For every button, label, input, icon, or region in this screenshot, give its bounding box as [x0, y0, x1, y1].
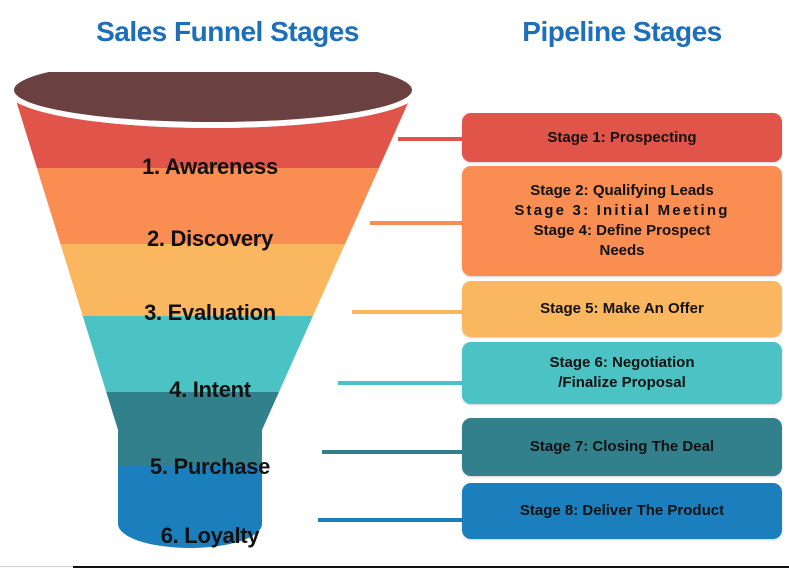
- pipeline-stage-box-5[interactable]: Stage 7: Closing The Deal: [462, 418, 782, 476]
- funnel-column-title: Sales Funnel Stages: [96, 16, 359, 47]
- pipeline-stage-box-2[interactable]: Stage 2: Qualifying Leads Stage 3: Initi…: [462, 166, 782, 276]
- connector-line-2: [370, 221, 466, 225]
- pipeline-box-3-line-1: Stage 5: Make An Offer: [540, 300, 704, 318]
- pipeline-box-6-line-1: Stage 8: Deliver The Product: [519, 502, 725, 520]
- sales-funnel-graphic: [8, 72, 418, 554]
- pipeline-box-2-line-2: Stage 3: Initial Meeting: [514, 202, 730, 220]
- connector-line-1: [398, 137, 466, 141]
- pipeline-stage-box-4[interactable]: Stage 6: Negotiation /Finalize Proposal: [462, 342, 782, 404]
- funnel-opening: [8, 72, 418, 128]
- pipeline-box-2-line-3: Stage 4: Define Prospect: [533, 222, 711, 239]
- funnel-stage-bands: [14, 94, 412, 548]
- pipeline-stage-box-6[interactable]: Stage 8: Deliver The Product: [462, 483, 782, 539]
- connector-line-5: [322, 450, 466, 454]
- pipeline-box-2-line-4: Needs: [599, 241, 645, 259]
- pipeline-box-4-line-2: /Finalize Proposal: [558, 374, 686, 391]
- connector-line-4: [338, 381, 466, 385]
- pipeline-box-2-line-1: Stage 2: Qualifying Leads: [530, 182, 714, 200]
- connector-line-6: [318, 518, 466, 522]
- connector-line-3: [352, 310, 466, 314]
- pipeline-box-1-line-1: Stage 1: Prospecting: [547, 128, 697, 146]
- pipeline-stage-box-3[interactable]: Stage 5: Make An Offer: [462, 281, 782, 337]
- bottom-rule: [73, 566, 789, 568]
- pipeline-box-4-line-1: Stage 6: Negotiation: [549, 354, 695, 372]
- pipeline-column-title: Pipeline Stages: [522, 16, 722, 47]
- bottom-rule-left-segment: [0, 566, 73, 567]
- pipeline-stage-box-1[interactable]: Stage 1: Prospecting: [462, 113, 782, 162]
- pipeline-box-5-line-1: Stage 7: Closing The Deal: [529, 438, 715, 456]
